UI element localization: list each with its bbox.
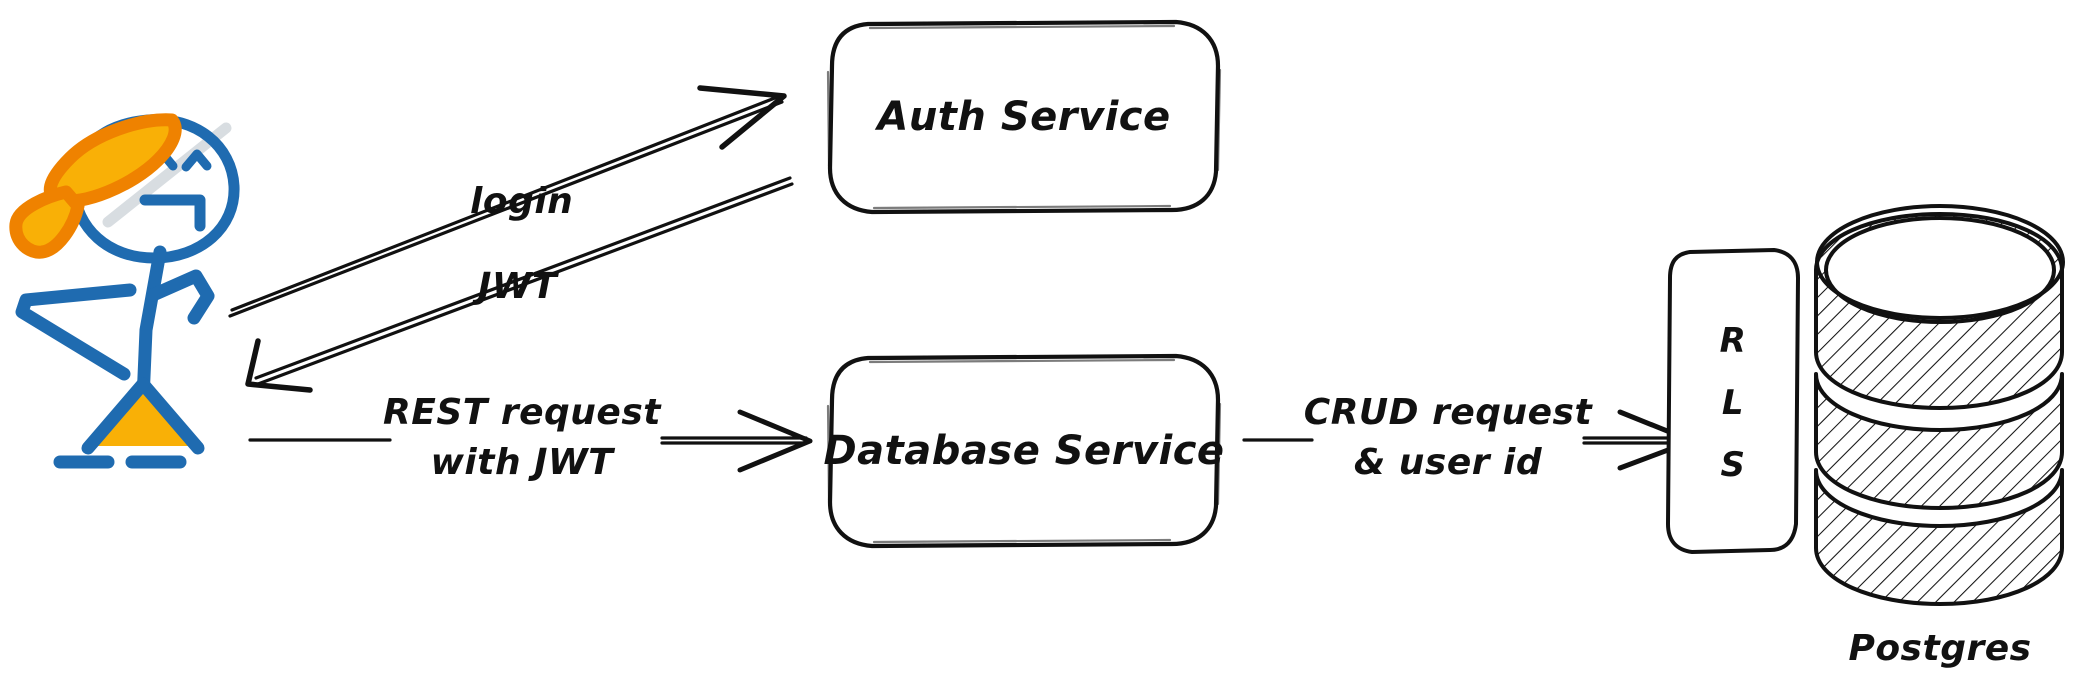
edge-rest-arrowhead [737,409,813,473]
node-database-service[interactable]: Database Service [823,353,1224,549]
edge-label-jwt: JWT [472,266,559,307]
edge-login-line-a [230,94,782,312]
edge-login-arrowhead [697,85,787,150]
user-stick-figure [9,113,240,469]
postgres-label: Postgres [1848,628,2031,669]
db-top-lid [1824,216,2056,324]
db-segment-1-outline [1814,212,2064,410]
edge-jwt[interactable] [245,176,794,393]
edge-label-rest-line1: REST request [383,392,662,433]
hat-bow-knot [9,185,85,259]
rls-letter-l: L [1722,383,1744,423]
auth-service-label: Auth Service [874,94,1170,140]
db-segment-2-outline [1814,372,2064,510]
skirt-shape [92,388,196,446]
edge-rest-request[interactable] [248,409,813,473]
pencil-stroke [102,122,232,228]
edge-label-rest-line2: with JWT [431,442,616,483]
rls-box [1666,248,1800,554]
database-service-box [827,353,1221,549]
edge-login[interactable] [228,85,787,318]
database-service-label: Database Service [823,428,1224,474]
db-top-rim [1815,204,2065,320]
edge-login-line-b [228,100,784,318]
database-service-box-sketch [826,358,1222,544]
rls-letter-s: S [1721,445,1746,485]
edge-jwt-line-b [256,182,794,386]
mouth-icon [139,194,206,232]
db-segment-3-outline [1814,468,2064,606]
skirt-outline-left [81,377,150,455]
edge-label-crud-line1: CRUD request [1304,392,1594,433]
node-auth-service[interactable]: Auth Service [826,19,1222,215]
skirt-outline [136,377,205,455]
edge-jwt-arrowhead [245,338,313,393]
edge-label-crud-line2: & user id [1354,442,1543,483]
node-rls[interactable]: R L S [1666,248,1800,554]
left-arm-stroke [15,283,137,381]
auth-service-box-sketch [826,24,1222,210]
edge-jwt-line-a [254,176,792,380]
auth-service-box [827,19,1221,215]
edge-label-login: login [470,181,573,222]
right-eye-icon [181,149,212,172]
right-arm-stroke [146,269,215,325]
rls-letter-r: R [1720,321,1747,361]
torso-stroke [136,245,167,407]
